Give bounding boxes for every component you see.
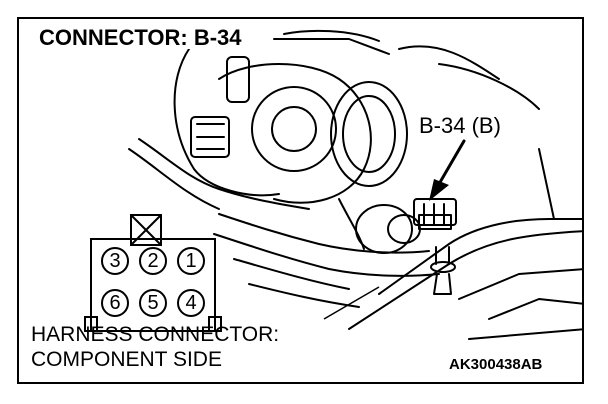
pin-3: 3	[101, 247, 129, 275]
pin-5: 5	[139, 289, 167, 317]
connector-title: CONNECTOR: B-34	[37, 25, 244, 50]
pin-4: 4	[177, 289, 205, 317]
callout-label: B-34 (B)	[419, 113, 501, 138]
connector-pin-grid: 3 2 1 6 5 4	[97, 243, 211, 327]
pin-1: 1	[177, 247, 205, 275]
connector-latch	[130, 214, 162, 246]
pin-2: 2	[139, 247, 167, 275]
figure-code: AK300438AB	[449, 356, 543, 373]
pin-6: 6	[101, 289, 129, 317]
caption-line-1: HARNESS CONNECTOR:	[31, 323, 280, 346]
callout-arrowhead	[429, 179, 449, 201]
diagram-frame: 3 2 1 6 5 4 CONNECTOR: B-34 B-34 (B) HAR…	[17, 17, 584, 384]
caption-line-2: COMPONENT SIDE	[31, 348, 222, 371]
engine-illustration	[84, 29, 582, 340]
